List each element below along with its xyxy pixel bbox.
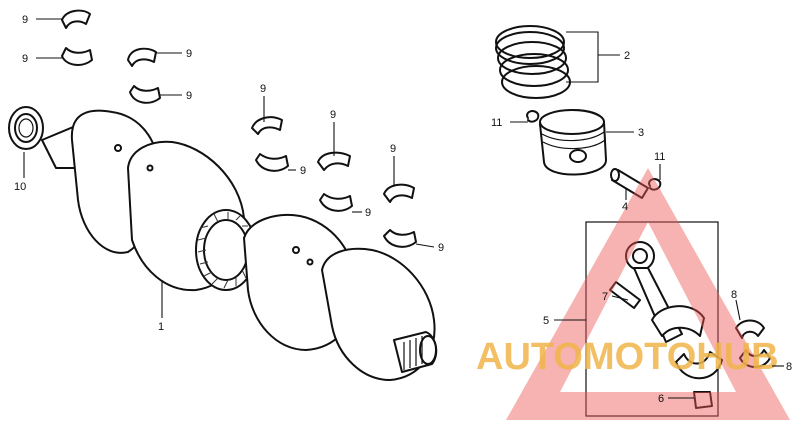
callout-1: 1 bbox=[158, 321, 164, 333]
bearing-shell bbox=[317, 151, 351, 171]
callout-4: 4 bbox=[622, 201, 628, 213]
rod-bearing-shell bbox=[739, 349, 771, 368]
callout-labels: 9 9 9 9 9 9 9 9 9 9 10 1 2 3 11 4 11 5 6… bbox=[14, 14, 792, 405]
crankshaft bbox=[41, 109, 438, 381]
callout-2: 2 bbox=[624, 50, 630, 62]
watermark-text: AUTOMOTOHUB bbox=[476, 336, 779, 378]
rod-bolt bbox=[609, 281, 641, 309]
callout-9: 9 bbox=[390, 143, 396, 155]
crank-oil-hole-3 bbox=[292, 246, 300, 254]
piston-pin bbox=[610, 168, 649, 199]
crank-splines bbox=[403, 336, 423, 370]
callout-8: 8 bbox=[731, 289, 737, 301]
crank-shaft-end bbox=[419, 335, 437, 365]
callout-8: 8 bbox=[786, 361, 792, 373]
callout-9: 9 bbox=[22, 14, 28, 26]
bearing-shell bbox=[319, 193, 353, 212]
rod-nut bbox=[693, 391, 713, 409]
crank-oil-hole-2 bbox=[146, 164, 154, 172]
callout-9: 9 bbox=[186, 90, 192, 102]
callout-5: 5 bbox=[543, 315, 549, 327]
leader-lines bbox=[23, 18, 784, 399]
piston-rings bbox=[495, 25, 571, 99]
bearing-shell bbox=[129, 85, 161, 104]
connecting-rod bbox=[625, 241, 723, 380]
bearing-shell bbox=[61, 9, 91, 29]
callout-7: 7 bbox=[602, 291, 608, 303]
bearing-shells bbox=[61, 9, 417, 248]
bearing-shell bbox=[251, 116, 283, 135]
callout-9: 9 bbox=[260, 83, 266, 95]
piston-pin-clip bbox=[526, 110, 540, 123]
callout-10: 10 bbox=[14, 181, 26, 193]
crank-oil-hole-1 bbox=[114, 144, 122, 152]
bearing-shell bbox=[383, 229, 417, 248]
bearing-shell bbox=[127, 47, 157, 67]
piston bbox=[539, 109, 607, 176]
callout-3: 3 bbox=[638, 127, 644, 139]
crank-oil-hole-4 bbox=[306, 258, 314, 266]
callout-6: 6 bbox=[658, 393, 664, 405]
piston-pin-clip bbox=[648, 178, 662, 191]
watermark-logo bbox=[506, 168, 790, 420]
callout-9: 9 bbox=[186, 48, 192, 60]
rod-cap bbox=[675, 351, 723, 380]
rod-bearing-shell bbox=[735, 319, 765, 339]
bearing-shell bbox=[255, 153, 289, 172]
callout-9: 9 bbox=[330, 109, 336, 121]
bearing-shell bbox=[61, 47, 93, 66]
callout-11: 11 bbox=[654, 151, 665, 163]
connecting-rod-assembly-box bbox=[585, 221, 719, 417]
callout-9: 9 bbox=[22, 53, 28, 65]
bearing-shell bbox=[383, 183, 415, 203]
callout-9: 9 bbox=[438, 242, 444, 254]
callout-9: 9 bbox=[300, 165, 306, 177]
callout-9: 9 bbox=[365, 207, 371, 219]
callout-11: 11 bbox=[491, 117, 502, 129]
oil-seal bbox=[8, 106, 44, 150]
